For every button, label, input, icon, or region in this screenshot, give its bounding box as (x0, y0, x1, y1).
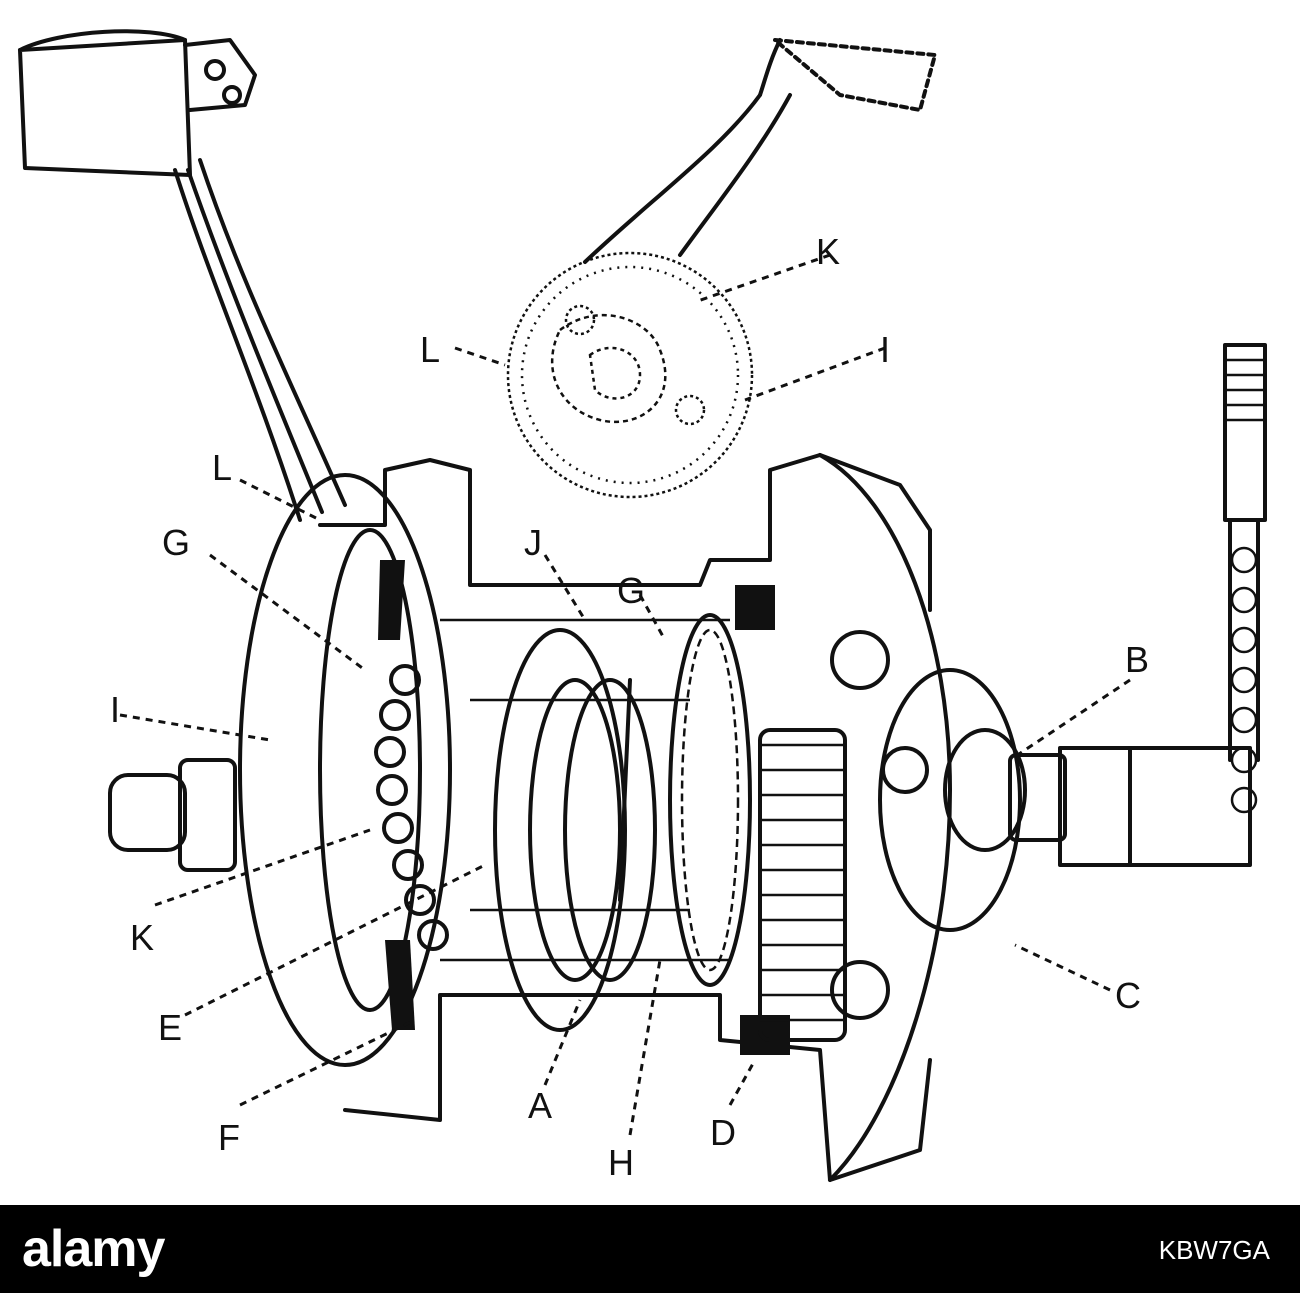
label-l-left: L (212, 447, 232, 488)
label-j: J (524, 522, 542, 563)
sprocket (758, 728, 847, 1042)
label-g-top: G (617, 570, 645, 611)
upper-lever-dashed (583, 38, 937, 264)
hub-shell (108, 343, 1267, 1182)
part-labels: K I L L G I J G B K C E F A H D (110, 231, 1149, 1183)
brake-lever-arm (18, 29, 347, 522)
label-a: A (528, 1085, 552, 1126)
watermark-footer: alamy KBW7GA (0, 1205, 1300, 1293)
left-ball-bearings (374, 664, 449, 951)
label-l-inset: L (420, 329, 440, 370)
label-g-left: G (162, 522, 190, 563)
label-i-inset: I (880, 329, 890, 370)
label-c: C (1115, 975, 1141, 1016)
label-b: B (1125, 639, 1149, 680)
label-k-left: K (130, 917, 154, 958)
brand-logo: alamy (22, 1220, 165, 1278)
internal-mechanism (374, 560, 1027, 1055)
inset-gear-detail (506, 251, 754, 499)
label-i-left: I (110, 689, 120, 730)
stock-id: KBW7GA (1158, 1235, 1270, 1265)
label-k-inset: K (816, 231, 840, 272)
label-e: E (158, 1007, 182, 1048)
label-h: H (608, 1142, 634, 1183)
label-d: D (710, 1112, 736, 1153)
label-f: F (218, 1117, 240, 1158)
hub-gear-diagram: K I L L G I J G B K C E F A H D (18, 29, 1267, 1183)
leader-lines (119, 253, 1131, 1136)
